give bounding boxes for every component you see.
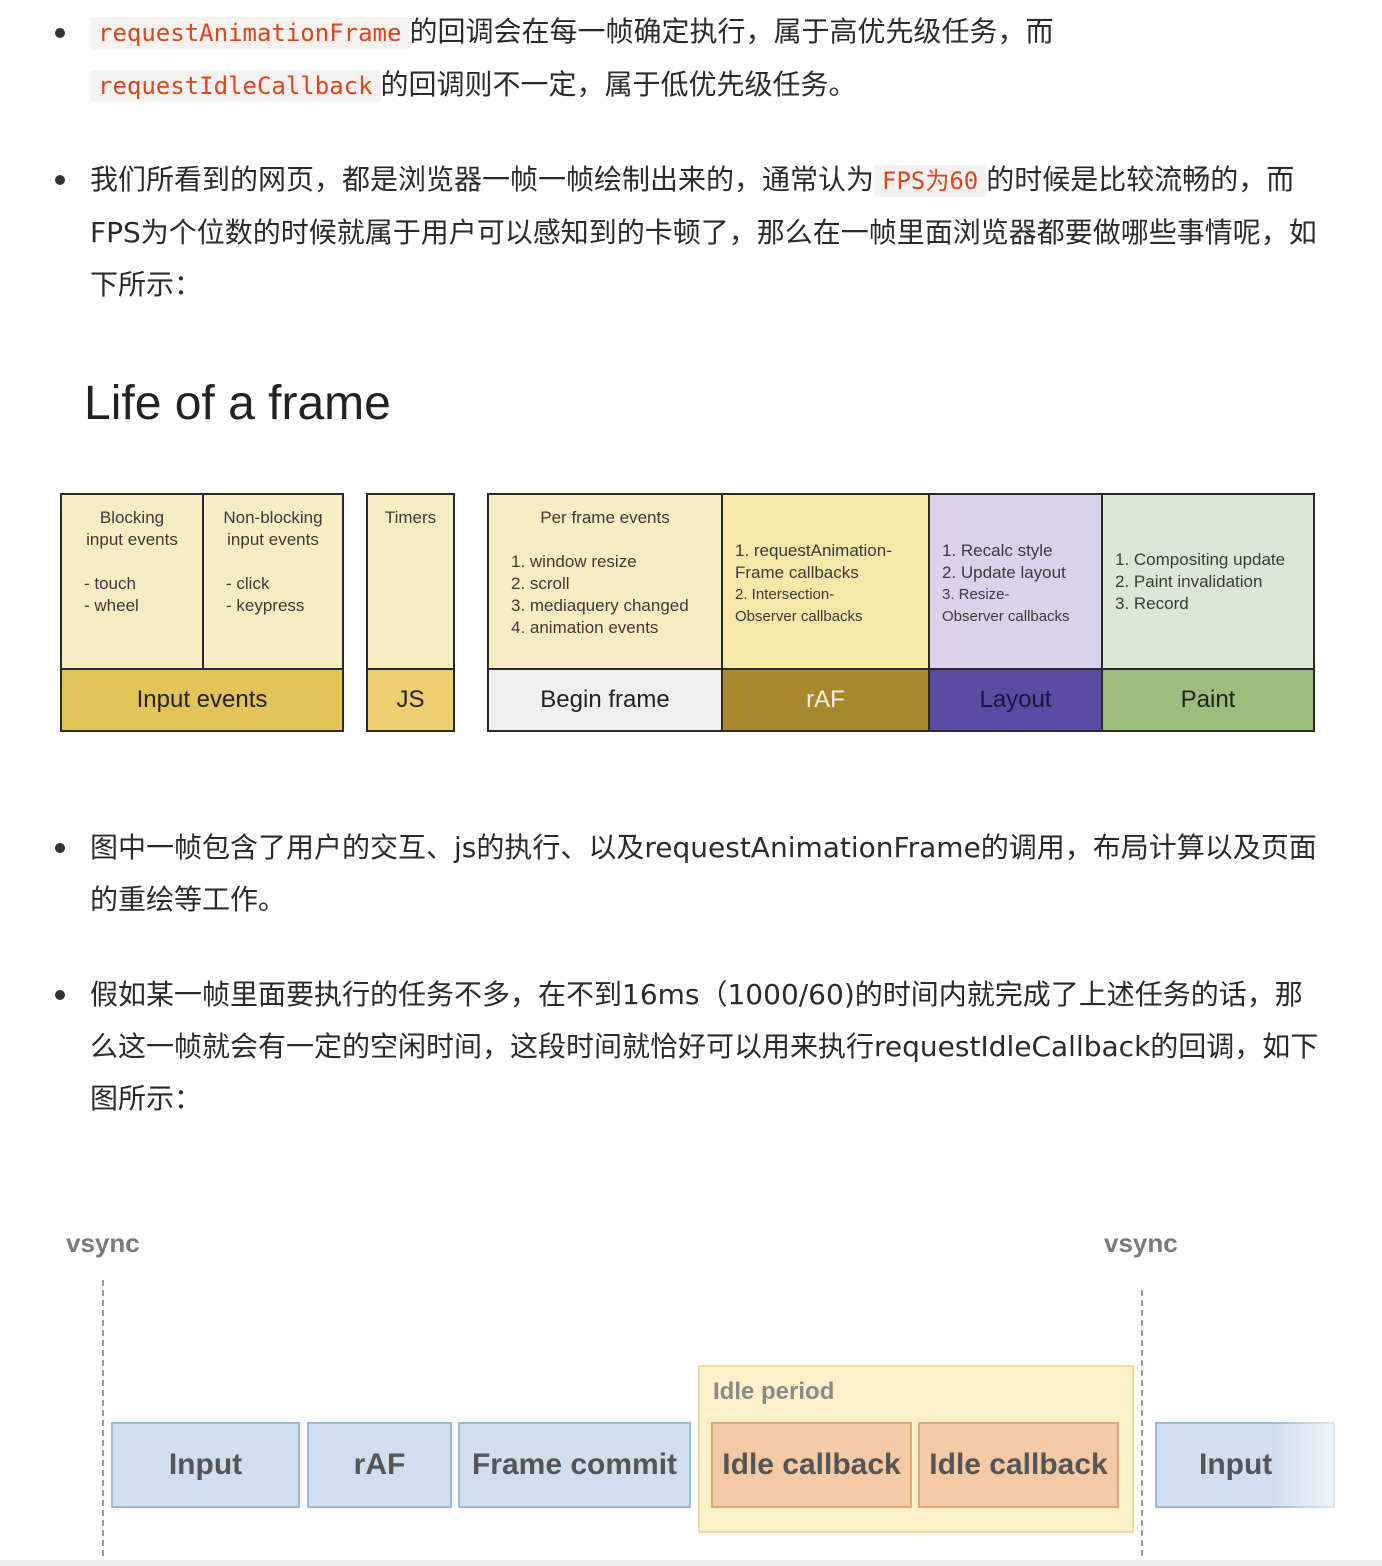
vsync-line-right — [1141, 1290, 1143, 1566]
cell-item: Frame callbacks — [735, 563, 859, 582]
bullet-3-text: 图中一帧包含了用户的交互、js的执行、以及requestAnimationFra… — [90, 831, 1317, 916]
divider — [928, 495, 930, 730]
cell-title: Per frame events — [540, 508, 670, 527]
cell-item: 4. animation events — [511, 618, 659, 637]
cell-item: 1. Compositing update — [1115, 550, 1286, 569]
cell-item: 1. Recalc style — [942, 541, 1053, 560]
cell-item: - wheel — [84, 596, 139, 615]
edge-fade — [1272, 1400, 1382, 1530]
divider — [1101, 495, 1103, 730]
divider — [62, 668, 342, 670]
cell-item: Observer callbacks — [942, 608, 1070, 625]
cell-item: 3. Resize- — [942, 586, 1010, 603]
js-label: JS — [368, 670, 453, 730]
divider — [721, 495, 723, 730]
inline-code: requestIdleCallback — [90, 70, 381, 102]
paint-label: Paint — [1103, 670, 1313, 730]
cell-item: 1. requestAnimation- — [735, 541, 892, 560]
inline-code: requestAnimationFrame — [90, 17, 410, 49]
cell-title: input events — [227, 530, 319, 549]
idle-callback-block: Idle callback — [711, 1422, 912, 1508]
bullet-dot — [55, 28, 65, 38]
divider — [368, 668, 453, 670]
text-run: 的回调则不一定，属于低优先级任务。 — [380, 68, 857, 101]
raf-cell: 1. requestAnimation- Frame callbacks 2. … — [723, 495, 928, 668]
idle-callback-block: Idle callback — [918, 1422, 1119, 1508]
cell-item: - touch — [84, 574, 136, 593]
figure-title: Life of a frame — [84, 377, 391, 430]
inline-code: FPS为60 — [874, 165, 987, 197]
blocking-input-cell: Blocking input events - touch - wheel — [62, 495, 202, 668]
cell-item: 2. scroll — [511, 574, 570, 593]
layout-label: Layout — [930, 670, 1101, 730]
cell-item: Observer callbacks — [735, 608, 863, 625]
cell-title: input events — [86, 530, 178, 549]
frame-group: Per frame events 1. window resize 2. scr… — [487, 493, 1315, 732]
bullet-dot — [55, 990, 65, 1000]
nonblocking-input-cell: Non-blocking input events - click - keyp… — [204, 495, 342, 668]
bottom-edge — [0, 1560, 1382, 1566]
divider — [202, 495, 204, 668]
cell-title: Blocking — [99, 508, 165, 527]
bullet-dot — [55, 175, 65, 185]
vsync-line-left — [102, 1280, 104, 1566]
vsync-label-right: vsync — [1104, 1228, 1178, 1258]
text-run: 的回调会在每一帧确定执行，属于高优先级任务，而 — [409, 15, 1054, 48]
text-run: 的时候是比较流畅的，而FPS为个位数的时候就属于用户可以感知到的卡顿了，那么在一… — [90, 163, 1317, 301]
bullet-dot — [55, 843, 65, 853]
text-run: 我们所看到的网页，都是浏览器一帧一帧绘制出来的，通常认为 — [90, 163, 875, 196]
begin-frame-label: Begin frame — [489, 670, 721, 730]
cell-item: 3. Record — [1115, 594, 1189, 613]
input-events-label: Input events — [62, 670, 342, 730]
cell-item: 2. Intersection- — [735, 586, 835, 603]
cell-item: - click — [226, 574, 270, 593]
cell-item: - keypress — [226, 596, 305, 615]
cell-title: Non-blocking — [223, 508, 323, 527]
cell-item: 2. Update layout — [942, 563, 1066, 582]
timers-cell: Timers — [368, 495, 453, 668]
cell-item: 3. mediaquery changed — [511, 596, 689, 615]
per-frame-events-cell: Per frame events 1. window resize 2. scr… — [489, 495, 721, 668]
raf-label: rAF — [723, 670, 928, 730]
layout-cell: 1. Recalc style 2. Update layout 3. Resi… — [930, 495, 1101, 668]
input-block: Input — [111, 1422, 300, 1508]
cell-item: 1. window resize — [511, 552, 637, 571]
js-group: Timers JS — [366, 493, 455, 732]
raf-block: rAF — [307, 1422, 452, 1508]
vsync-label-left: vsync — [66, 1228, 140, 1258]
cell-item: 2. Paint invalidation — [1115, 572, 1263, 591]
bullet-4-text: 假如某一帧里面要执行的任务不多，在不到16ms（1000/60)的时间内就完成了… — [90, 978, 1319, 1115]
divider — [489, 668, 1313, 670]
paint-cell: 1. Compositing update 2. Paint invalidat… — [1103, 495, 1313, 668]
input-events-group: Blocking input events - touch - wheel No… — [60, 493, 344, 732]
frame-commit-block: Frame commit — [458, 1422, 691, 1508]
idle-period-label: Idle period — [713, 1378, 835, 1405]
